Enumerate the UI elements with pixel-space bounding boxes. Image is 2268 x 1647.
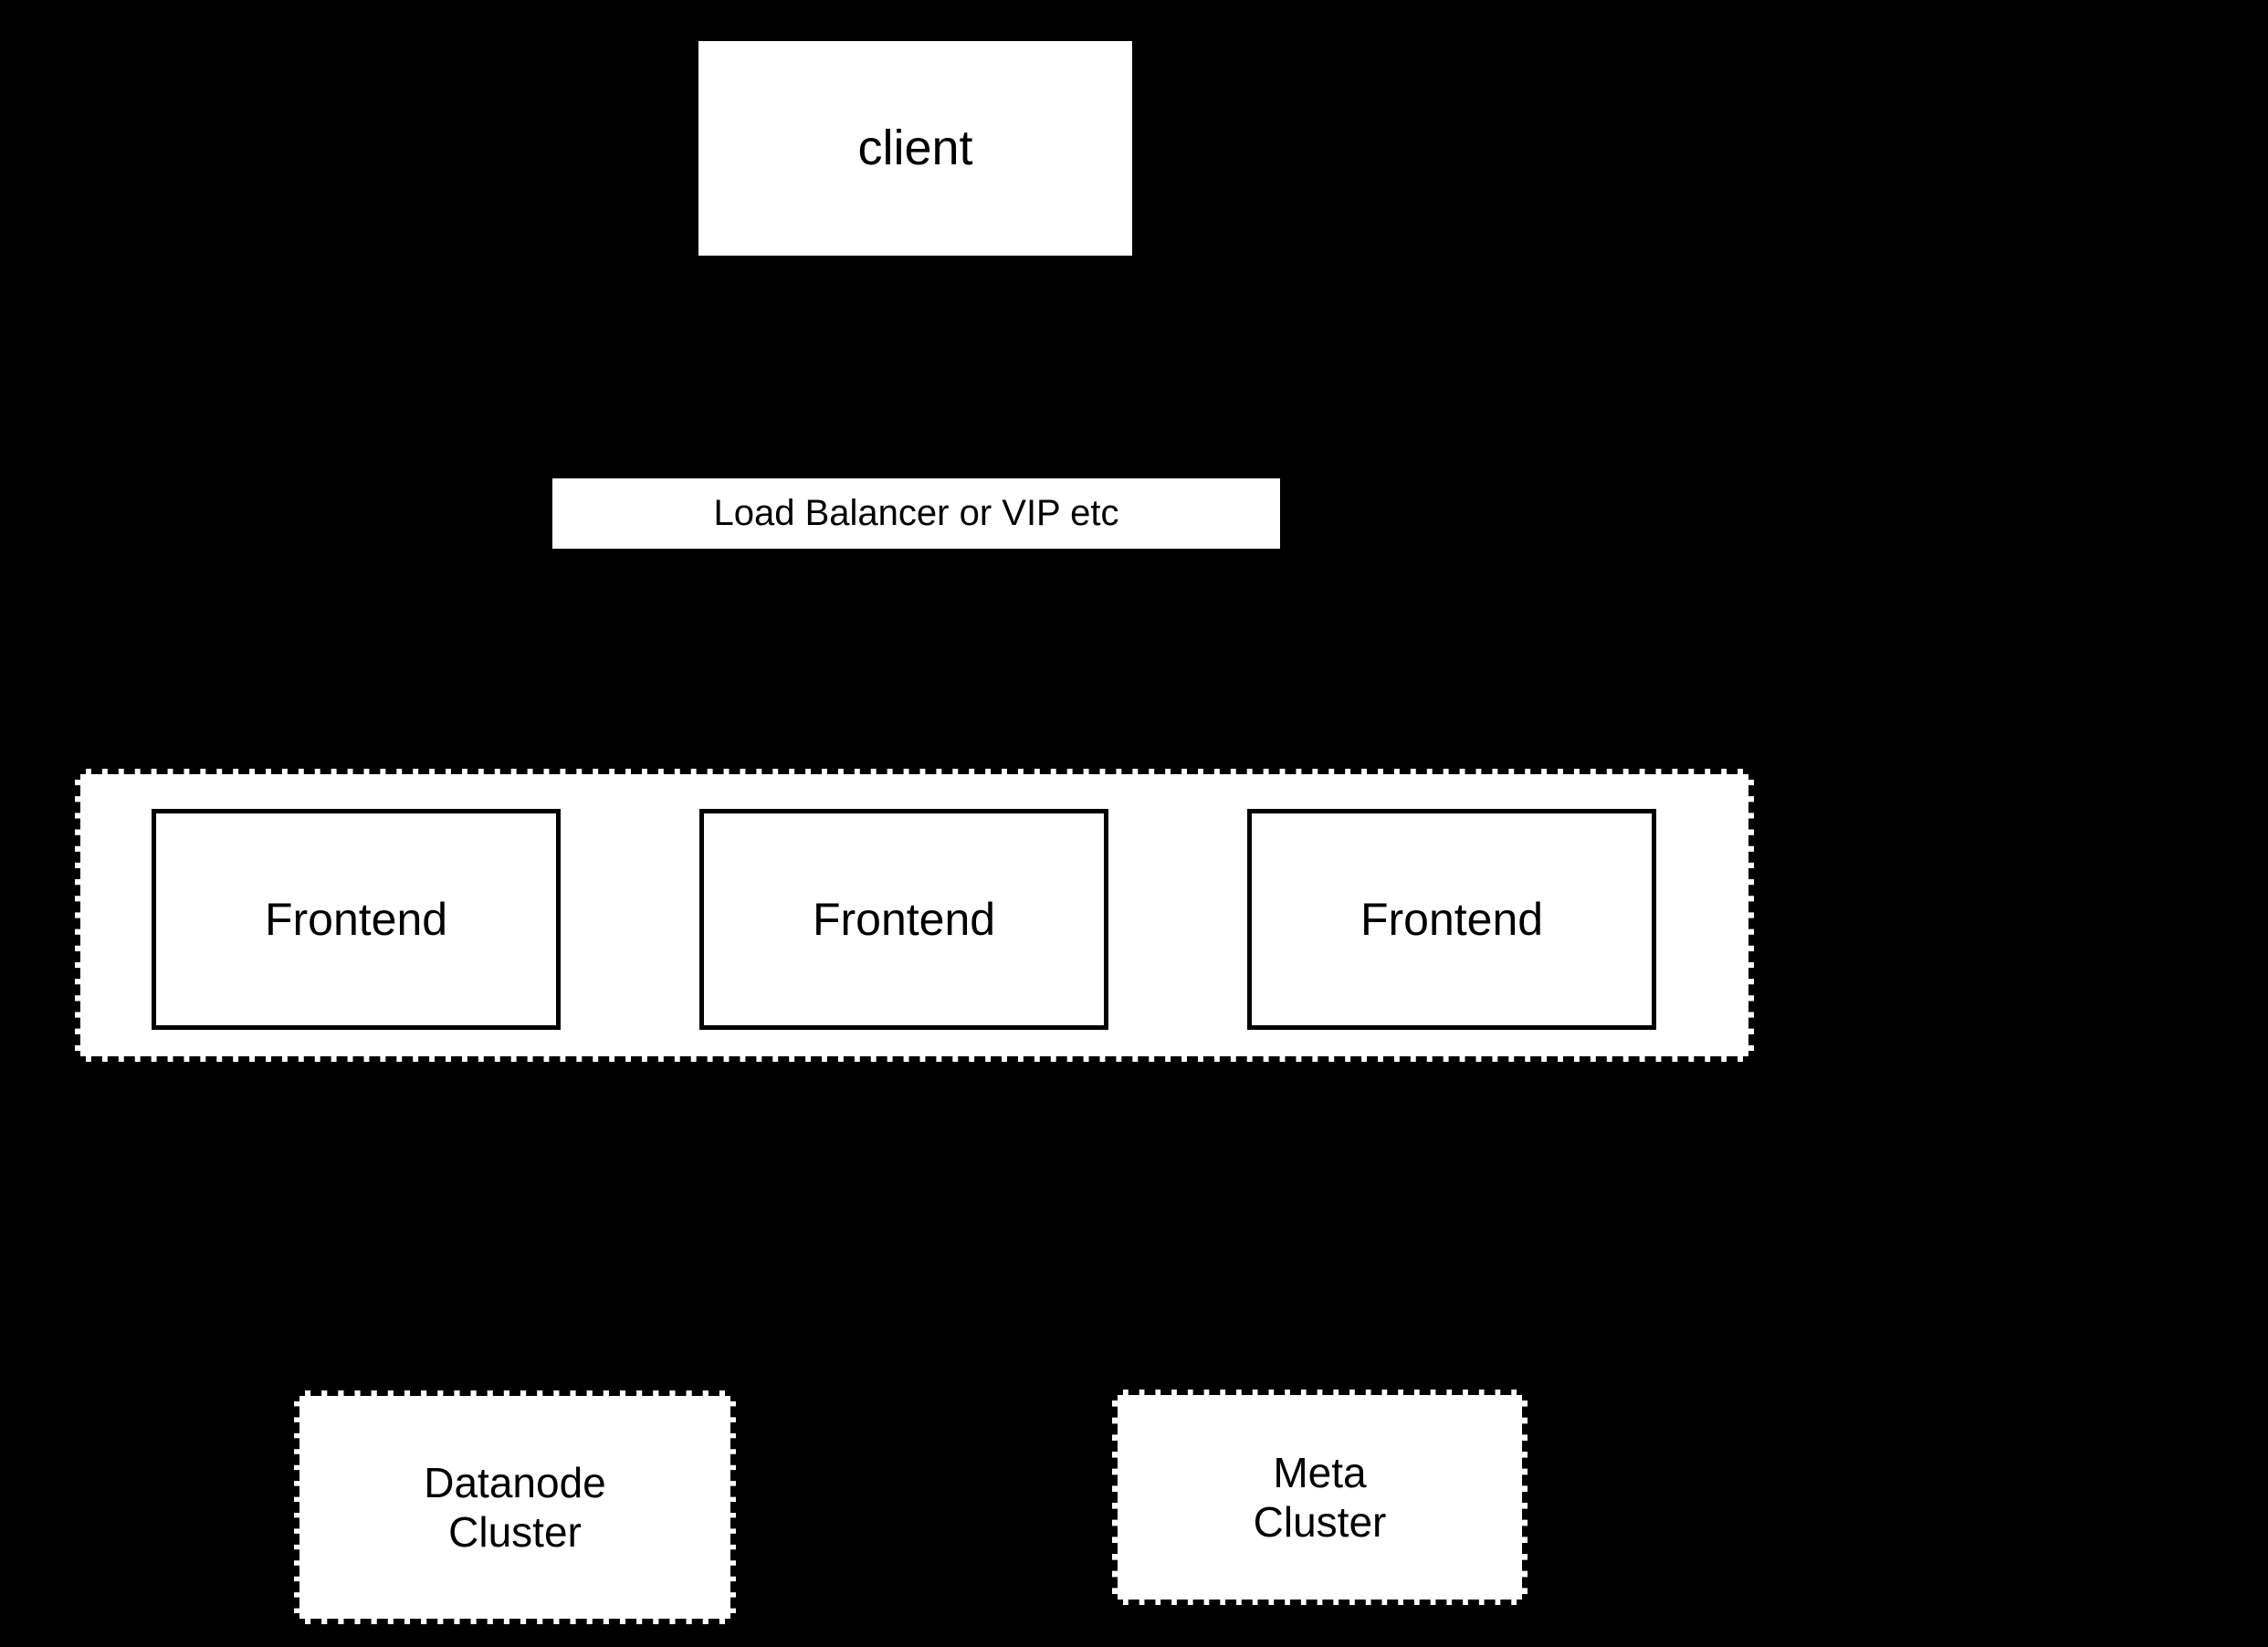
meta-cluster-node-label: Meta Cluster bbox=[1253, 1448, 1387, 1546]
frontend-cluster-group[interactable]: Frontend Frontend Frontend bbox=[75, 769, 1754, 1062]
frontend-node-2-label: Frontend bbox=[812, 893, 996, 945]
frontend-node-3-label: Frontend bbox=[1360, 893, 1544, 945]
client-node[interactable]: client bbox=[698, 41, 1132, 256]
frontend-node-2[interactable]: Frontend bbox=[699, 809, 1108, 1030]
frontend-node-1-label: Frontend bbox=[264, 893, 448, 945]
meta-cluster-node[interactable]: Meta Cluster bbox=[1112, 1390, 1528, 1605]
load-balancer-node-label: Load Balancer or VIP etc bbox=[713, 492, 1119, 533]
datanode-cluster-node[interactable]: Datanode Cluster bbox=[294, 1390, 736, 1624]
frontend-node-3[interactable]: Frontend bbox=[1247, 809, 1656, 1030]
client-node-label: client bbox=[857, 120, 973, 175]
load-balancer-node[interactable]: Load Balancer or VIP etc bbox=[552, 478, 1280, 549]
frontend-node-1[interactable]: Frontend bbox=[152, 809, 561, 1030]
datanode-cluster-node-label: Datanode Cluster bbox=[424, 1458, 606, 1556]
